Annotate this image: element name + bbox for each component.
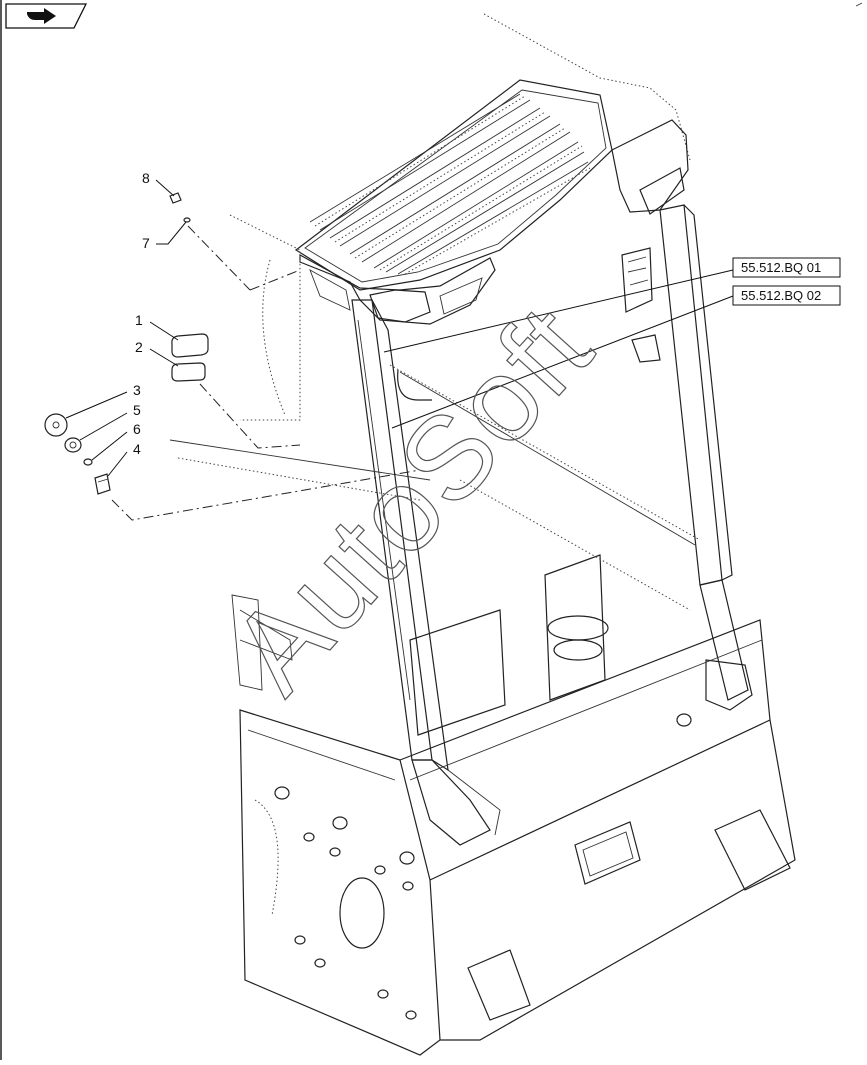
next-page-arrow-icon[interactable]: [5, 3, 88, 29]
callout-4: 4: [107, 441, 141, 477]
part-7-washer: [183, 217, 191, 223]
svg-text:5: 5: [133, 402, 141, 418]
callout-6: 6: [91, 421, 141, 461]
part-5-ring: [64, 437, 82, 453]
svg-text:3: 3: [133, 382, 141, 398]
svg-text:4: 4: [133, 441, 141, 457]
svg-text:7: 7: [142, 235, 150, 251]
svg-text:55.512.BQ 01: 55.512.BQ 01: [741, 260, 821, 275]
callout-8: 8: [142, 170, 175, 197]
reference-box-55-512-bq-01[interactable]: 55.512.BQ 01: [383, 257, 841, 353]
part-8-bolt: [169, 192, 182, 204]
svg-text:55.512.BQ 02: 55.512.BQ 02: [741, 288, 821, 303]
callout-1: 1: [135, 312, 179, 341]
part-4-connector: [94, 473, 111, 495]
svg-text:6: 6: [133, 421, 141, 437]
part-1-decal: [171, 333, 209, 358]
callout-7: 7: [142, 221, 187, 251]
autosoft-watermark: AutoSoft: [206, 280, 619, 718]
svg-text:2: 2: [135, 339, 143, 355]
machine-cab-frame: [169, 13, 796, 1056]
part-3-grommet: [44, 413, 68, 437]
svg-text:AutoSoft: AutoSoft: [206, 281, 618, 718]
callout-5: 5: [79, 402, 141, 441]
svg-text:1: 1: [135, 312, 143, 328]
callout-3: 3: [65, 382, 141, 419]
reference-box-55-512-bq-02[interactable]: 55.512.BQ 02: [391, 285, 841, 429]
part-6-nut: [83, 458, 93, 466]
callout-2: 2: [135, 339, 179, 367]
svg-text:8: 8: [142, 170, 150, 186]
